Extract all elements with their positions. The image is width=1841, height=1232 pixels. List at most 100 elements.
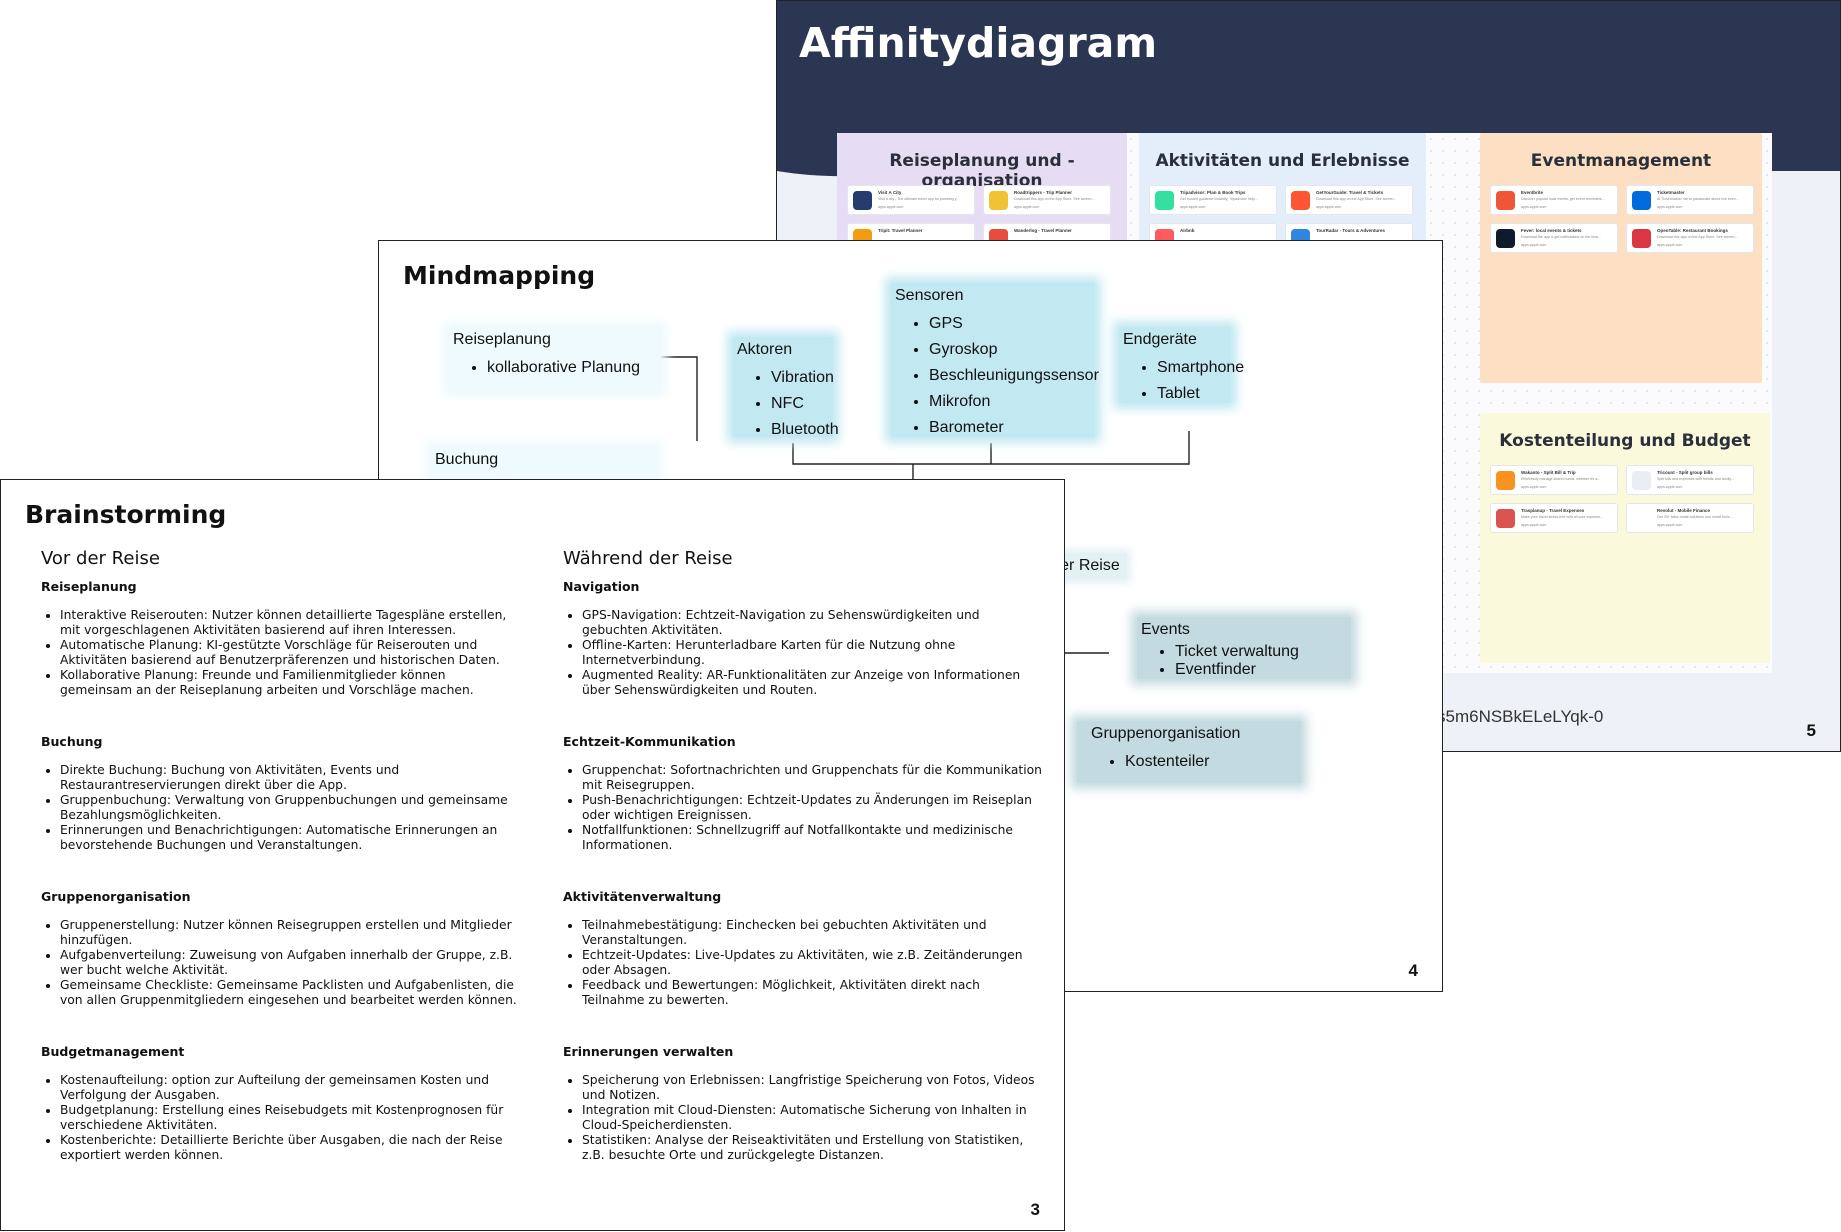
node-items: Vibration NFC Bluetooth bbox=[737, 365, 839, 443]
bullet-item: Aufgabenverteilung: Zuweisung von Aufgab… bbox=[60, 948, 521, 978]
bullet-list: Teilnahmebestätigung: Einchecken bei geb… bbox=[563, 918, 1043, 1008]
bullet-item: Echtzeit-Updates: Live-Updates zu Aktivi… bbox=[582, 948, 1043, 978]
app-store-link: apps.apple.com bbox=[1521, 485, 1547, 489]
column-heading: Vor der Reise bbox=[41, 548, 160, 569]
app-store-link: apps.apple.com bbox=[1521, 243, 1547, 247]
section: Erinnerungen verwaltenSpeicherung von Er… bbox=[563, 1044, 1043, 1163]
section-title: Echtzeit-Kommunikation bbox=[563, 734, 736, 749]
column-waehrend-der-reise: Während der Reise NavigationGPS-Navigati… bbox=[563, 548, 1043, 1199]
app-store-link: apps.apple.com bbox=[878, 205, 904, 209]
brainstorming-slide[interactable]: Brainstorming Vor der Reise Reiseplanung… bbox=[0, 479, 1065, 1231]
bullet-list: Speicherung von Erlebnissen: Langfristig… bbox=[563, 1073, 1043, 1163]
eventbrite-logo bbox=[1496, 191, 1515, 210]
bullet-item: Notfallfunktionen: Schnellzugriff auf No… bbox=[582, 823, 1043, 853]
bullet-list: Direkte Buchung: Buchung von Aktivitäten… bbox=[41, 763, 521, 853]
bullet-item: GPS-Navigation: Echtzeit-Navigation zu S… bbox=[582, 608, 1043, 638]
node-item: Kostenteiler bbox=[1125, 749, 1301, 775]
app-name: TourRadar - Tours & Adventures bbox=[1316, 228, 1385, 233]
app-name: Wanderlog - Travel Planner bbox=[1014, 228, 1072, 233]
cluster-kostenteilung: Kostenteilung und Budget Wakanto - Split… bbox=[1480, 413, 1770, 663]
bullet-item: Direkte Buchung: Buchung von Aktivitäten… bbox=[60, 763, 521, 793]
bullet-item: Gemeinsame Checkliste: Gemeinsame Packli… bbox=[60, 978, 521, 1008]
revolut-logo bbox=[1632, 509, 1651, 528]
page-number: 4 bbox=[1408, 961, 1418, 980]
app-name: Revolut - Mobile Finance bbox=[1657, 508, 1711, 513]
node-buchung[interactable]: Buchung bbox=[431, 447, 657, 477]
app-store-link: apps.apple.com bbox=[1521, 205, 1547, 209]
node-label: Endgeräte bbox=[1123, 331, 1197, 348]
app-description: Visit a city - The ultimate travel app f… bbox=[878, 197, 960, 201]
travelspend-logo bbox=[1496, 509, 1515, 528]
node-items: GPS Gyroskop Beschleunigungssensor Mikro… bbox=[895, 311, 1099, 441]
node-endgeraete[interactable]: Endgeräte Smartphone Tablet bbox=[1119, 327, 1244, 403]
app-name: Ticketmaster bbox=[1657, 190, 1685, 195]
slide-title: Affinitydiagram bbox=[799, 19, 1158, 67]
node-reiseplanung[interactable]: Reiseplanung kollaborative Planung bbox=[449, 327, 661, 391]
node-label: Sensoren bbox=[895, 287, 964, 304]
app-store-link: apps.apple.com bbox=[1657, 485, 1683, 489]
column-heading: Während der Reise bbox=[563, 548, 733, 569]
section: BuchungDirekte Buchung: Buchung von Akti… bbox=[41, 734, 521, 853]
app-store-link: apps.apple.com bbox=[1657, 523, 1683, 527]
footer-id: s5m6NSBkELeLYqk-0 bbox=[1437, 707, 1604, 726]
fever-logo bbox=[1496, 229, 1515, 248]
bullet-item: Budgetplanung: Erstellung eines Reisebud… bbox=[60, 1103, 521, 1133]
cluster-title: Aktivitäten und Erlebnisse bbox=[1155, 151, 1410, 171]
bullet-item: Augmented Reality: AR-Funktionalitäten z… bbox=[582, 668, 1043, 698]
node-item: Vibration bbox=[771, 365, 834, 391]
node-sensoren[interactable]: Sensoren GPS Gyroskop Beschleunigungssen… bbox=[891, 283, 1099, 437]
bullet-item: Feedback und Bewertungen: Möglichkeit, A… bbox=[582, 978, 1043, 1008]
section-title: Erinnerungen verwalten bbox=[563, 1044, 734, 1059]
node-events[interactable]: Events Ticket verwaltung Eventfinder bbox=[1137, 617, 1351, 679]
app-store-link: apps.apple.com bbox=[1014, 205, 1040, 209]
bullet-item: Offline-Karten: Herunterladbare Karten f… bbox=[582, 638, 1043, 668]
node-items: Ticket verwaltung Eventfinder bbox=[1141, 643, 1351, 679]
app-name: Tricount - Split group bills bbox=[1657, 470, 1713, 475]
app-name: Roadtrippers - Trip Planner bbox=[1014, 190, 1073, 195]
node-aktoren[interactable]: Aktoren Vibration NFC Bluetooth bbox=[733, 337, 839, 438]
section: NavigationGPS-Navigation: Echtzeit-Navig… bbox=[563, 579, 1043, 698]
bullet-list: GPS-Navigation: Echtzeit-Navigation zu S… bbox=[563, 608, 1043, 698]
section-title: Reiseplanung bbox=[41, 579, 137, 594]
node-gruppenorganisation[interactable]: Gruppenorganisation Kostenteiler bbox=[1077, 721, 1301, 783]
cluster-title: Kostenteilung und Budget bbox=[1499, 431, 1751, 451]
section-title: Budgetmanagement bbox=[41, 1044, 185, 1059]
app-description: Effortlessly manage shared funds, whethe… bbox=[1521, 477, 1601, 481]
wakanto-logo bbox=[1496, 471, 1515, 490]
node-item: Tablet bbox=[1157, 381, 1231, 407]
opentable-logo bbox=[1632, 229, 1651, 248]
node-items: Kostenteiler bbox=[1091, 749, 1301, 775]
node-label: Events bbox=[1141, 621, 1190, 638]
app-name: Tripadvisor: Plan & Book Trips bbox=[1180, 190, 1246, 195]
app-store-link: apps.apple.com bbox=[1316, 205, 1342, 209]
node-item: GPS bbox=[929, 311, 1095, 337]
app-name: Wakanto - Split Bill & Trip bbox=[1521, 470, 1576, 475]
app-description: Split bills and expenses with friends an… bbox=[1657, 477, 1734, 481]
node-item: NFC bbox=[771, 391, 833, 417]
app-description: Get 30+ tailor-made solutions and smart … bbox=[1657, 515, 1733, 519]
bullet-item: Teilnahmebestätigung: Einchecken bei geb… bbox=[582, 918, 1043, 948]
bullet-item: Push-Benachrichtigungen: Echtzeit-Update… bbox=[582, 793, 1043, 823]
tripadvisor-logo bbox=[1155, 191, 1174, 210]
tricount-logo bbox=[1632, 471, 1651, 490]
app-name: GetYourGuide: Travel & Tickets bbox=[1316, 190, 1384, 195]
bullet-item: Interaktive Reiserouten: Nutzer können d… bbox=[60, 608, 521, 638]
getyourguide-logo bbox=[1291, 191, 1310, 210]
section-title: Navigation bbox=[563, 579, 640, 594]
bullet-item: Gruppenbuchung: Verwaltung von Gruppenbu… bbox=[60, 793, 521, 823]
bullet-item: Statistiken: Analyse der Reiseaktivitäte… bbox=[582, 1133, 1043, 1163]
